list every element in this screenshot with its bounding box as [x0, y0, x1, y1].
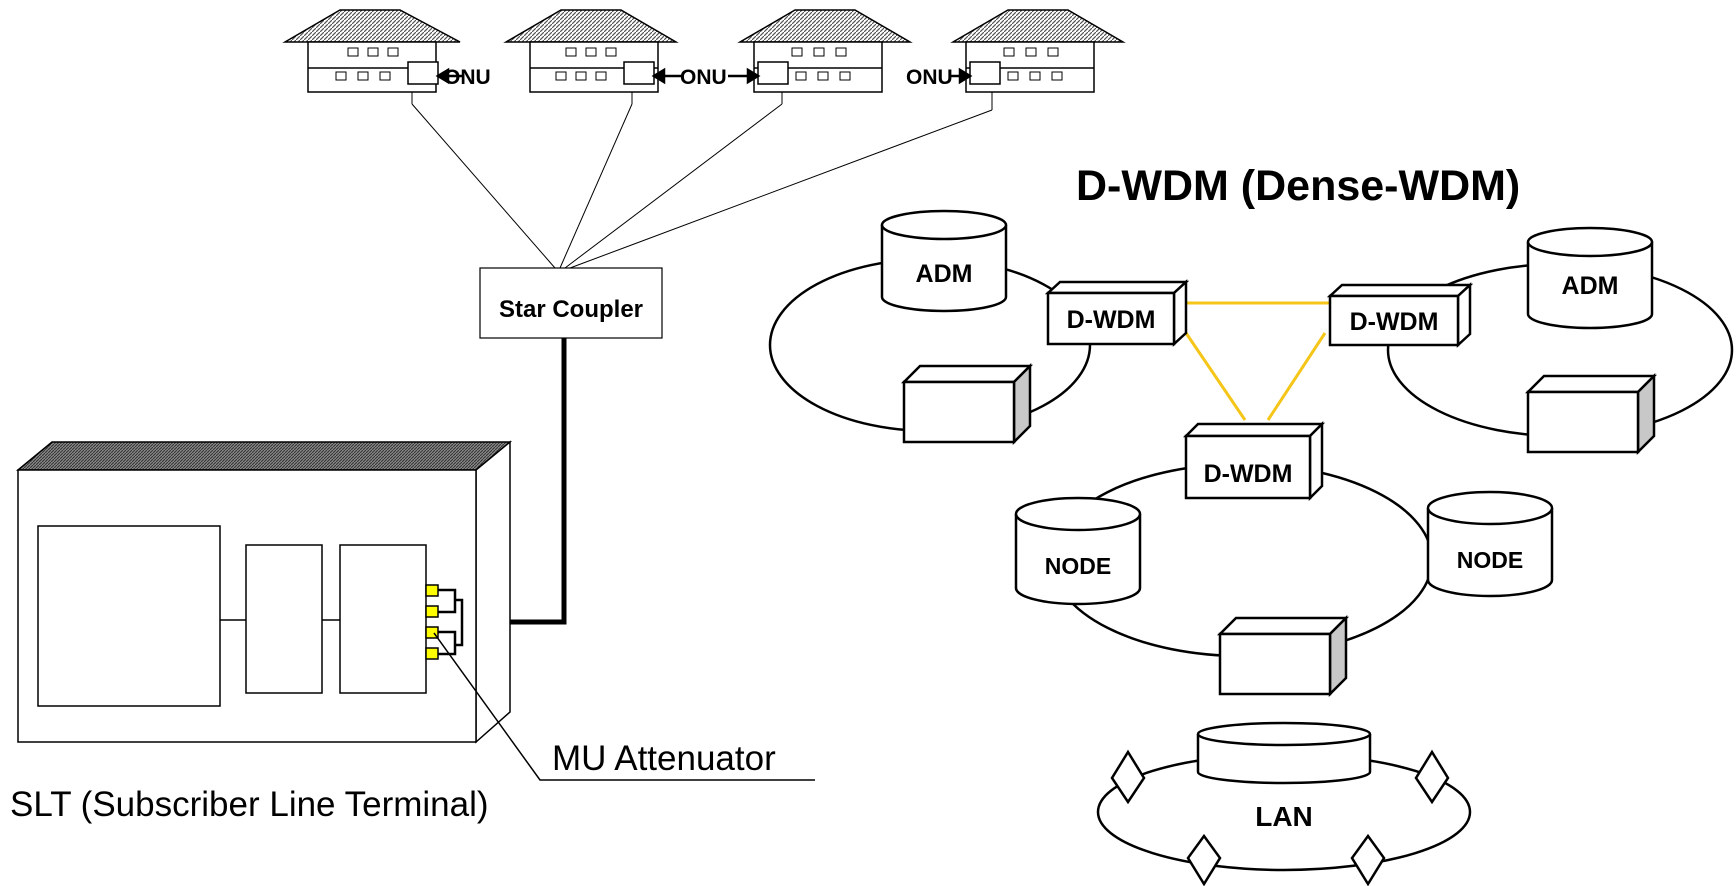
dwdm-box-bottom	[1182, 420, 1326, 502]
slt-label: SLT (Subscriber Line Terminal)	[10, 785, 489, 824]
house-1	[282, 9, 461, 93]
dwdm-bottom-label: D-WDM	[1204, 460, 1293, 488]
onu-label-2: ONU	[680, 66, 727, 89]
onu-arrows	[435, 67, 973, 85]
star-coupler-box	[479, 267, 663, 339]
lan-label: LAN	[1255, 801, 1313, 832]
dwdm-box-right	[1326, 282, 1474, 348]
house-3	[737, 9, 913, 93]
node-right-label: NODE	[1457, 547, 1523, 573]
star-coupler-label: Star Coupler	[499, 296, 643, 323]
attenuator-callout-line	[433, 632, 815, 781]
node-right	[1426, 490, 1554, 598]
slt-chassis	[15, 440, 513, 744]
onu-label-1: ONU	[444, 66, 491, 89]
house-2	[503, 9, 679, 93]
lan-nodes	[1110, 749, 1450, 886]
adm-right	[1526, 226, 1654, 330]
dwdm-box-left	[1044, 279, 1190, 347]
ring-box-right	[1524, 372, 1658, 456]
ring-box-left	[900, 362, 1034, 446]
diagram-title: D-WDM (Dense-WDM)	[1076, 162, 1520, 210]
node-left-label: NODE	[1045, 553, 1111, 579]
lan-server	[1196, 721, 1372, 785]
node-left	[1014, 496, 1142, 606]
house-4	[950, 9, 1126, 93]
dwdm-left-label: D-WDM	[1067, 306, 1156, 334]
adm-right-label: ADM	[1562, 272, 1619, 300]
dwdm-links	[1184, 301, 1330, 421]
dwdm-right-label: D-WDM	[1350, 308, 1439, 336]
attenuator-connectors	[425, 584, 464, 660]
onu-label-3: ONU	[906, 66, 953, 89]
ring-box-bottom	[1216, 614, 1350, 698]
attenuator-label: MU Attenuator	[552, 739, 776, 778]
adm-left	[880, 209, 1008, 313]
adm-left-label: ADM	[916, 260, 973, 288]
drop-fibres	[411, 92, 993, 269]
